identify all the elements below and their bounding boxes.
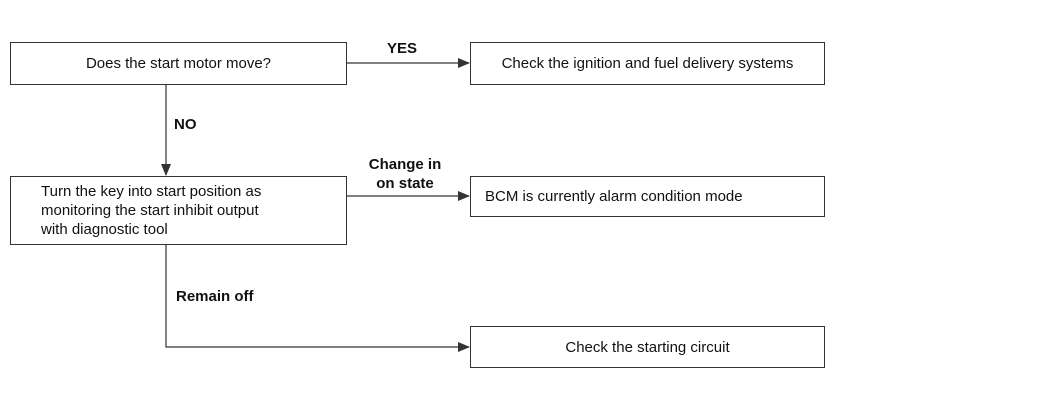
turn-key-text: Turn the key into start position as moni…	[41, 183, 262, 238]
bcm-alarm-box: BCM is currently alarm condition mode	[470, 176, 825, 217]
edge-label-change-in-on-state: Change in on state	[355, 155, 455, 193]
bcm-alarm-text: BCM is currently alarm condition mode	[485, 188, 743, 205]
check-starting-box: Check the starting circuit	[470, 326, 825, 368]
edge-label-change-line2: on state	[376, 175, 434, 192]
check-starting-text: Check the starting circuit	[565, 338, 730, 356]
decision-start-motor-box: Does the start motor move?	[10, 42, 347, 85]
edge-label-no: NO	[174, 116, 197, 133]
turn-key-box: Turn the key into start position as moni…	[10, 176, 347, 245]
edge-label-remain-off: Remain off	[176, 288, 254, 305]
decision-start-motor-text: Does the start motor move?	[85, 55, 272, 72]
edge-label-yes: YES	[387, 40, 418, 57]
edge-label-change-line1: Change in	[368, 156, 442, 173]
arrow-remain-off-to-check-starting	[165, 245, 470, 352]
check-ignition-text: Check the ignition and fuel delivery sys…	[501, 55, 794, 72]
check-ignition-box: Check the ignition and fuel delivery sys…	[470, 42, 825, 85]
